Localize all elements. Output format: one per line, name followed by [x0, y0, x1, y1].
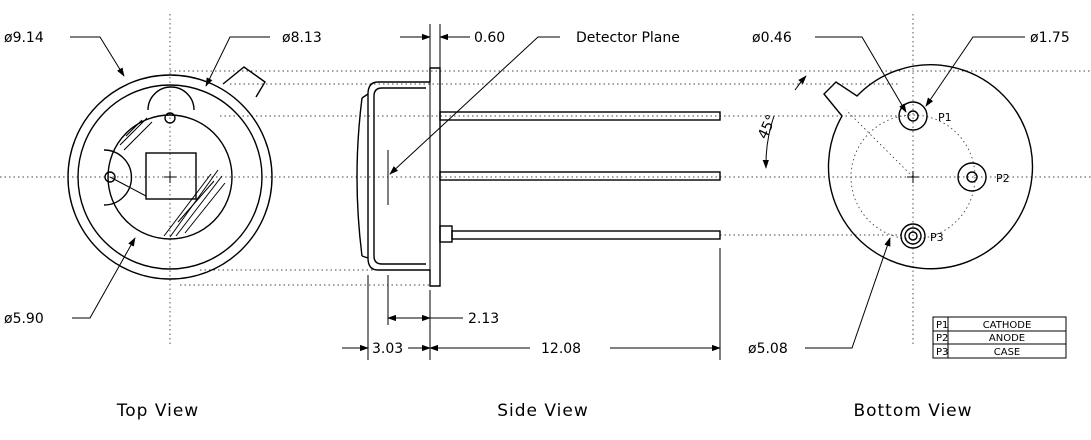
pad-dia-label: ø1.75	[1030, 30, 1070, 46]
can-depth-label: 3.03	[372, 341, 403, 357]
table-p2-id: P2	[936, 333, 948, 344]
lead-length-label: 12.08	[541, 341, 581, 357]
detector-depth-label: 2.13	[468, 311, 499, 327]
table-p3-id: P3	[936, 347, 948, 358]
table-p3-function: CASE	[994, 347, 1021, 358]
pin-p2-label: P2	[996, 172, 1010, 185]
side-view	[342, 24, 721, 360]
window-reflection-hatch	[119, 117, 226, 238]
bottom-view	[762, 36, 1067, 359]
pin-p3-label: P3	[930, 231, 944, 244]
detector-plane-label: Detector Plane	[576, 30, 680, 46]
top-inner-dia-label: ø8.13	[282, 30, 322, 46]
top-view	[67, 36, 273, 319]
flange-thickness-label: 0.60	[474, 30, 505, 46]
bottom-view-title: Bottom View	[853, 401, 972, 421]
table-p1-function: CATHODE	[983, 320, 1032, 331]
bolt-circle-dia-label: ø5.08	[748, 341, 788, 357]
lead-dia-label: ø0.46	[752, 30, 792, 46]
pin-table	[932, 316, 1067, 359]
angle-label: 45°	[755, 112, 780, 141]
top-view-title: Top View	[116, 401, 199, 421]
pin-p1-label: P1	[938, 111, 952, 124]
side-view-title: Side View	[497, 401, 589, 421]
table-p2-function: ANODE	[989, 333, 1025, 344]
table-p1-id: P1	[936, 320, 948, 331]
top-outer-dia-label: ø9.14	[4, 30, 44, 46]
window-dia-label: ø5.90	[4, 311, 44, 327]
